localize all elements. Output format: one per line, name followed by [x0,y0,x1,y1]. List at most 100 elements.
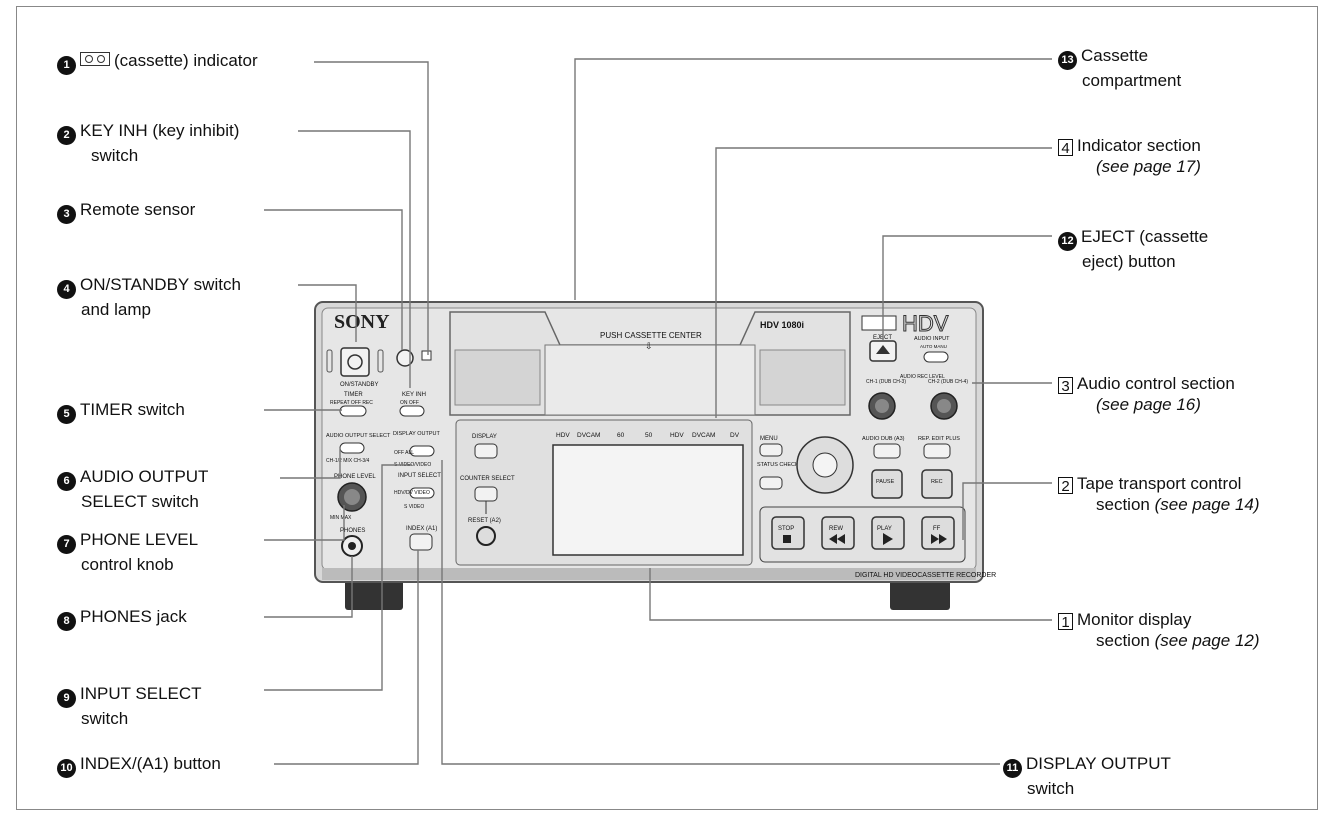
hdv-logo: HDV [902,311,949,336]
ff-button [921,516,955,550]
counter-select-button [474,486,498,502]
sony-logo: SONY [334,311,390,333]
svg-text:PHONE LEVEL: PHONE LEVEL [334,474,376,480]
svg-text:S VIDEO/VIDEO: S VIDEO/VIDEO [394,462,431,468]
svg-text:STATUS CHECK: STATUS CHECK [757,462,799,468]
box-3: 3 [1058,377,1073,395]
num-11: 11 [1003,759,1022,778]
display-button [474,443,498,459]
svg-text:ON OFF: ON OFF [400,400,419,406]
audio-output-switch [339,442,365,454]
svg-text:DISPLAY: DISPLAY [472,434,497,440]
svg-text:DISPLAY OUTPUT: DISPLAY OUTPUT [393,431,441,437]
lcd-screen [552,444,744,556]
num-7: 7 [57,535,76,554]
onstandby-text: ON/STANDBY [340,382,379,388]
display-output-switch [409,445,435,457]
rep-edit-button [923,443,951,459]
stop-button [771,516,805,550]
rew-button [821,516,855,550]
svg-text:DV: DV [730,432,740,439]
svg-text:REC: REC [931,479,943,485]
svg-text:HDV: HDV [556,432,570,439]
svg-text:KEY INH: KEY INH [402,392,426,398]
svg-text:50: 50 [645,432,653,439]
svg-text:CH-1 (DUB CH-3): CH-1 (DUB CH-3) [866,379,906,385]
svg-text:DVCAM: DVCAM [692,432,715,439]
key-inh-switch [399,405,425,417]
box-1: 1 [1058,613,1073,631]
format-text: HDV 1080i [760,320,804,330]
audio-dub-button [873,443,901,459]
indicator-row: HDV DVCAM 60 50 HDV DVCAM DV [556,432,740,439]
num-9: 9 [57,689,76,708]
svg-text:AUDIO INPUT: AUDIO INPUT [914,336,950,342]
svg-text:STOP: STOP [778,526,794,532]
num-4: 4 [57,280,76,299]
pause-button [871,469,903,499]
svg-text:INPUT SELECT: INPUT SELECT [398,473,441,479]
index-button [409,533,433,551]
svg-text:INDEX (A1): INDEX (A1) [406,526,437,532]
svg-text:REP. EDIT PLUS: REP. EDIT PLUS [918,436,960,442]
svg-text:S VIDEO: S VIDEO [404,504,424,510]
num-3: 3 [57,205,76,224]
timer-text: TIMER [344,392,363,398]
bottom-strip [322,568,976,580]
svg-text:CH-1/2 MIX CH-3/4: CH-1/2 MIX CH-3/4 [326,458,370,464]
right-foot [890,580,950,610]
svg-text:REW: REW [829,526,843,532]
num-12: 12 [1058,232,1077,251]
num-13: 13 [1058,51,1077,70]
svg-text:OFF ALL: OFF ALL [394,450,414,456]
figure-frame [16,6,1318,810]
svg-text:AUDIO DUB (A3): AUDIO DUB (A3) [862,436,905,442]
timer-switch [339,405,367,417]
svg-text:MENU: MENU [760,436,778,442]
svg-text:RESET (A2): RESET (A2) [468,518,501,524]
leader-lines [264,58,1052,765]
svg-text:AUDIO REC LEVEL: AUDIO REC LEVEL [900,374,945,380]
svg-text:DVCAM: DVCAM [577,432,600,439]
svg-text:COUNTER SELECT: COUNTER SELECT [460,476,515,482]
play-button [871,516,905,550]
model-text: DIGITAL HD VIDEOCASSETTE RECORDER [855,572,996,579]
box-4: 4 [1058,139,1073,157]
num-1: 1 [57,56,76,75]
svg-text:⇩: ⇩ [645,341,653,351]
num-2: 2 [57,126,76,145]
cassette-icon [80,52,110,66]
push-cassette-text: PUSH CASSETTE CENTER [600,331,702,340]
audio-input-switch [923,351,949,363]
cassette-indicator [421,350,432,361]
svg-text:FF: FF [933,526,941,532]
svg-text:PLAY: PLAY [877,526,892,532]
num-10: 10 [57,759,76,778]
left-foot [345,580,403,610]
cassette-door [544,344,756,416]
onstandby-button [340,347,370,377]
svg-text:60: 60 [617,432,625,439]
label-cassette-indicator: 1(cassette) indicator [57,50,258,75]
svg-text:HDV/DV VIDEO: HDV/DV VIDEO [394,490,430,496]
box-2: 2 [1058,477,1073,495]
svg-text:PAUSE: PAUSE [876,479,895,485]
svg-text:CH-2 (DUB CH-4): CH-2 (DUB CH-4) [928,379,968,385]
reset-button [476,526,496,546]
svg-text:PHONES: PHONES [340,528,365,534]
input-select-switch [409,487,435,499]
num-8: 8 [57,612,76,631]
